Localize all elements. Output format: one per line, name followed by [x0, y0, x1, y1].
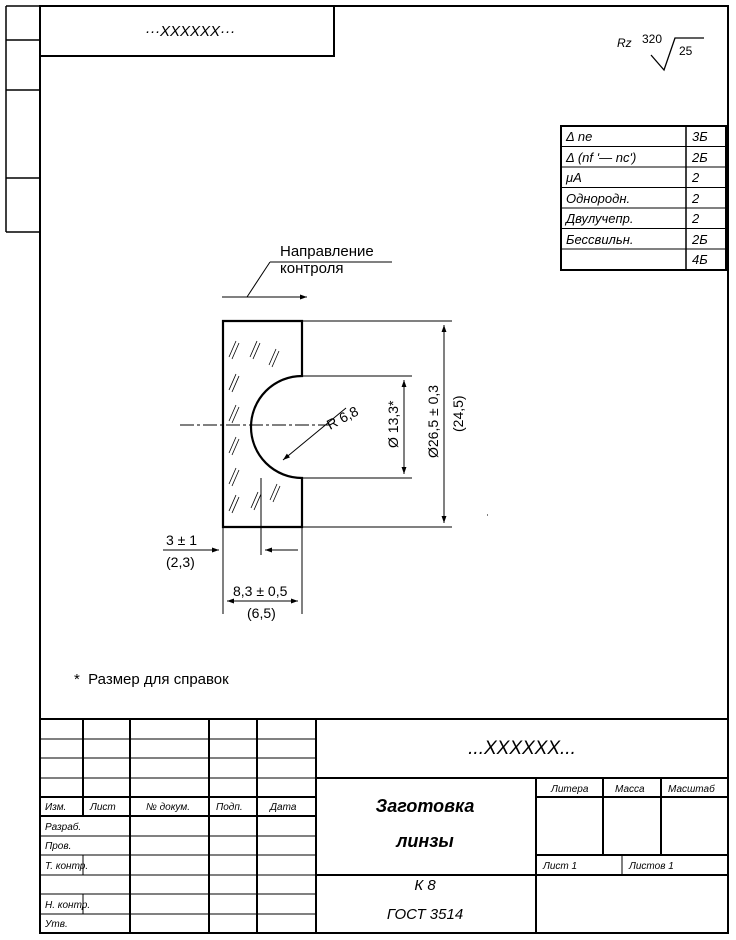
direction-arrow: Направление контроля — [222, 243, 392, 300]
glass-hatching — [228, 340, 281, 514]
prop-label-5: Двулучепр. — [564, 211, 634, 226]
prop-value-3: 2 — [691, 170, 700, 185]
sheet-frame — [5, 5, 729, 934]
massa-label: Масса — [615, 784, 645, 795]
prop-value-6: 2Б — [691, 232, 708, 247]
role-prov: Пров. — [45, 841, 71, 852]
prop-value-7: 4Б — [692, 252, 708, 267]
header-sign: Подп. — [216, 802, 243, 813]
corner-stamp-text: ···XXXXXX··· — [145, 23, 235, 40]
radius-label: R 6,8 — [324, 403, 361, 433]
outer-diameter-label: Ø26,5 ± 0,3 — [425, 385, 441, 458]
properties-table: Δ ne 3Б Δ (nf ʹ— ncʹ) 2Б μA 2 Однородн. … — [560, 125, 727, 271]
lens-outline — [221, 319, 304, 529]
header-date: Дата — [269, 802, 297, 813]
direction-label-1: Направление — [280, 243, 374, 260]
header-list: Лист — [89, 802, 116, 813]
prop-label-6: Бессвильн. — [566, 232, 634, 247]
prop-value-1: 3Б — [692, 129, 708, 144]
inner-diameter-label: Ø 13,3* — [385, 400, 401, 448]
title-block: ...XXXXXX... Изм. Лист № докум. Подп. Да… — [40, 718, 728, 933]
masshtab-label: Масштаб — [668, 783, 715, 795]
footnote: * Размер для справок — [74, 671, 229, 688]
litera-label: Литера — [550, 784, 589, 795]
material-line2: ГОСТ 3514 — [387, 906, 463, 923]
prop-label-4: Однородн. — [566, 191, 630, 206]
sheet-label: Лист 1 — [542, 861, 577, 872]
role-utv: Утв. — [44, 919, 68, 930]
edge-thickness-label: 3 ± 1 — [166, 532, 197, 548]
material-line1: К 8 — [414, 877, 436, 894]
header-doc: № докум. — [146, 802, 190, 813]
role-nkontr: Н. контр. — [45, 900, 90, 911]
lens-drawing: Направление контроля R 6,8 — [163, 243, 488, 621]
role-razrab: Разраб. — [45, 821, 81, 833]
total-thickness-ref: (6,5) — [247, 605, 276, 621]
total-thickness-label: 8,3 ± 0,5 — [233, 583, 288, 599]
roughness-prefix: Rz — [617, 36, 632, 50]
outer-diameter-ref: (24,5) — [450, 395, 466, 432]
edge-thickness-ref: (2,3) — [166, 554, 195, 570]
roughness-symbol: Rz 320 25 — [617, 32, 704, 72]
header-izm: Изм. — [45, 802, 66, 813]
designation-text: ...XXXXXX... — [468, 738, 576, 759]
role-tkontr: Т. контр. — [45, 861, 88, 872]
part-name-line1: Заготовка — [376, 796, 475, 816]
prop-value-5: 2 — [691, 211, 700, 226]
prop-value-4: 2 — [691, 191, 700, 206]
prop-value-2: 2Б — [691, 150, 708, 165]
prop-label-1: Δ ne — [565, 129, 592, 144]
direction-label-2: контроля — [280, 260, 343, 277]
roughness-base: 25 — [679, 44, 693, 58]
sheets-label: Листов 1 — [628, 861, 674, 872]
prop-label-3: μA — [565, 170, 582, 185]
roughness-value: 320 — [642, 32, 662, 46]
prop-label-2: Δ (nf ʹ— ncʹ) — [565, 150, 636, 165]
part-name-line2: линзы — [395, 831, 454, 851]
